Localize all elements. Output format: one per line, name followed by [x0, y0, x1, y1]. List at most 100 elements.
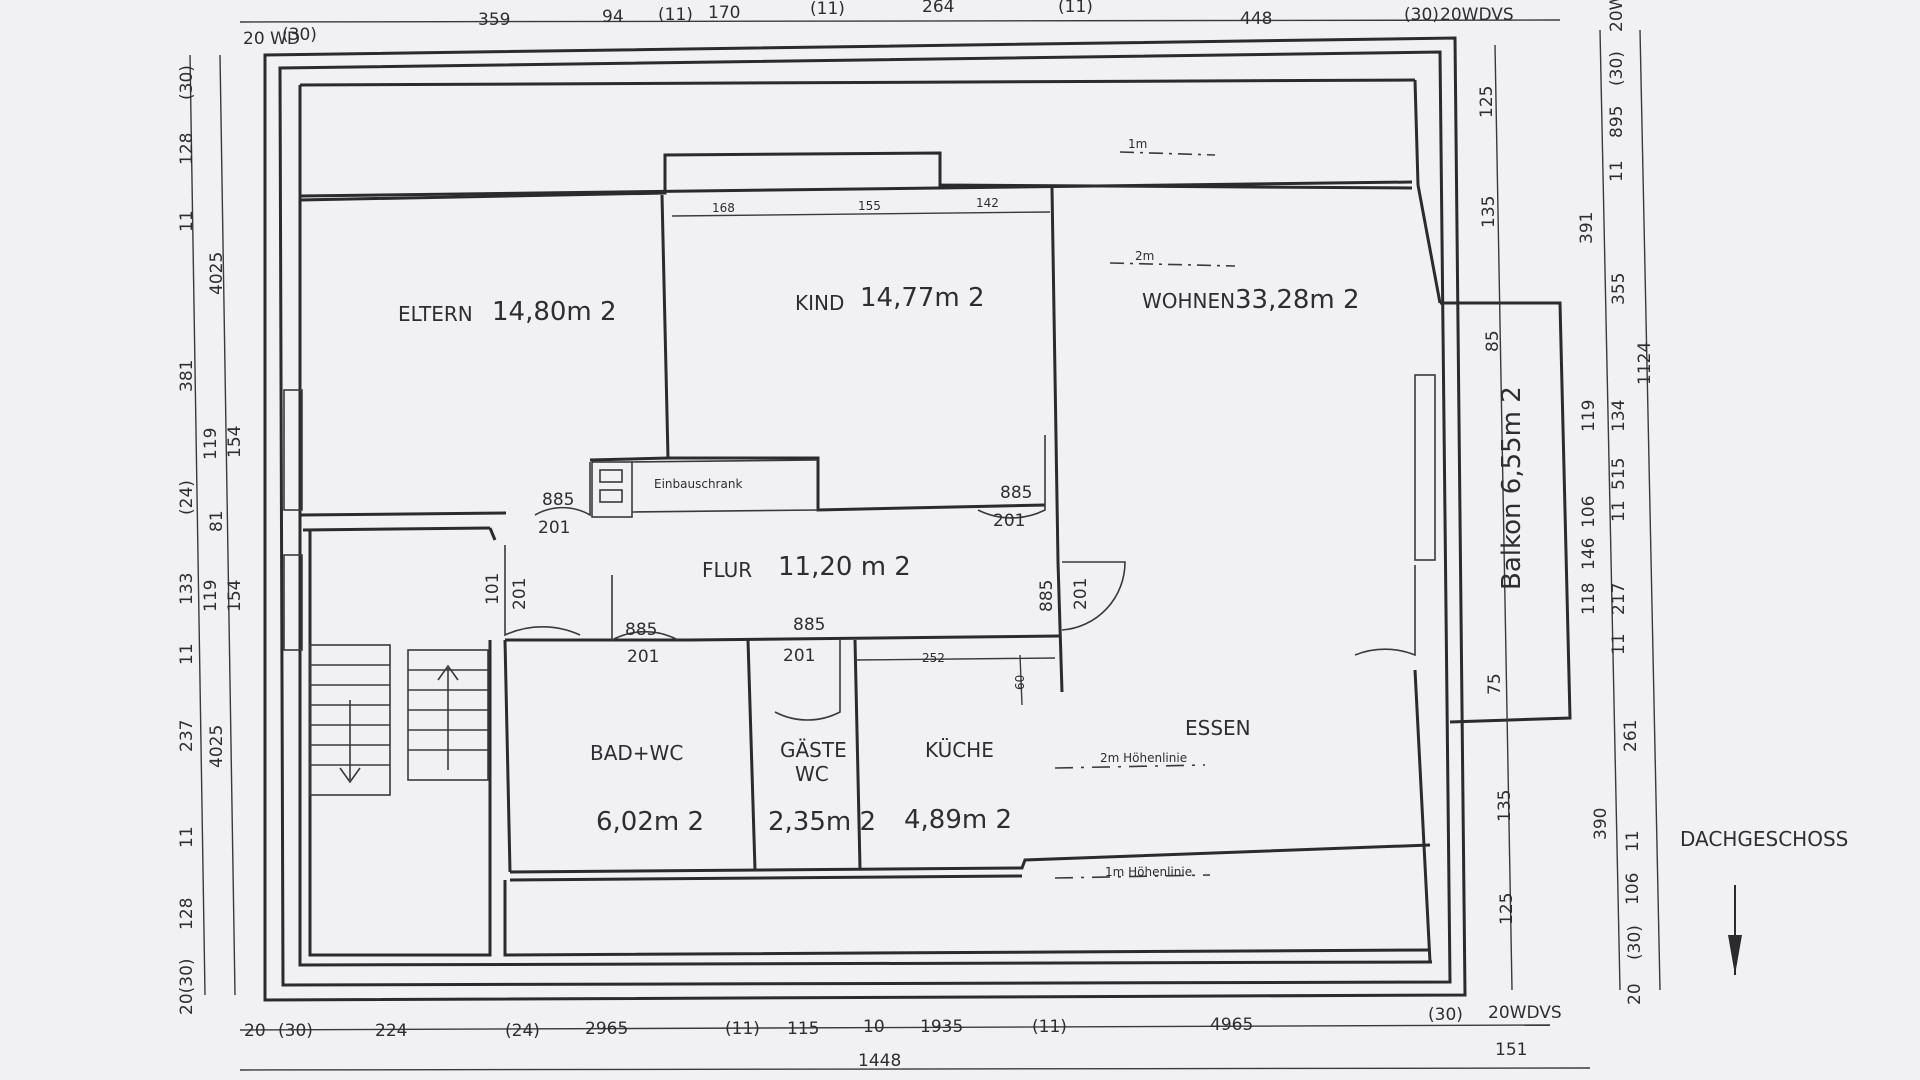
door-eltern-width: 885 [542, 490, 574, 510]
dim-top-8: (11) [1058, 0, 1093, 17]
dim-left-13: 237 [177, 720, 197, 752]
room-name-kind: KIND [795, 291, 844, 315]
dim-left-5: 119 [201, 428, 221, 460]
dim-top-1: (30) [282, 25, 317, 45]
dim-top-2: 359 [478, 10, 510, 30]
room-area-eltern: 14,80m 2 [492, 297, 617, 327]
dim-bottom-2: 224 [375, 1021, 407, 1041]
door-eltern-icon [534, 462, 591, 517]
height-line-1m-bottom: 1m Höhenlinie [1105, 865, 1192, 879]
dim-right-inner-1: 135 [1479, 196, 1499, 228]
dim-right-0: 20W [1607, 0, 1627, 32]
dim-bottom-right: 151 [1495, 1040, 1527, 1060]
dim-left-9: 133 [177, 573, 197, 605]
doors [504, 435, 1416, 721]
door-kind-height: 201 [993, 511, 1025, 531]
dim-bottom-1: (30) [278, 1021, 313, 1041]
dim-left-7: (24) [177, 480, 197, 515]
room-area-gaeste: 2,35m 2 [768, 807, 876, 837]
dim-right-17: 390 [1591, 808, 1611, 840]
dim-top-4: (11) [658, 5, 693, 25]
door-wohnen-width: 885 [1037, 580, 1057, 612]
dim-right-18: 11 [1623, 830, 1643, 852]
door-wohnen-icon [1061, 561, 1126, 631]
dim-bottom-12: 20WDVS [1488, 1003, 1562, 1023]
door-size-labels: 885 201 885 201 101 201 885 201 885 201 … [483, 483, 1091, 667]
dim-top-0: 20 WD [243, 29, 300, 49]
door-balcony-icon [1354, 565, 1416, 657]
height-line-1m-top: 1m [1128, 137, 1147, 151]
height-lines [1054, 151, 1236, 879]
built-in-wardrobe [591, 459, 819, 518]
dim-right-3: 11 [1607, 160, 1627, 182]
dim-right-11: 11 [1609, 500, 1629, 522]
door-kind-width: 885 [1000, 483, 1032, 503]
room-area-flur: 11,20 m 2 [778, 552, 911, 582]
dim-right-inner-3: 75 [1485, 673, 1505, 695]
room-area-wohnen: 33,28m 2 [1235, 285, 1360, 315]
dim-bottom-6: 115 [787, 1019, 819, 1039]
dim-right-16: 261 [1621, 720, 1641, 752]
dim-bottom-0: 20 [244, 1021, 266, 1041]
einbauschrank-label: Einbauschrank [654, 477, 742, 491]
dim-right-10: 106 [1579, 496, 1599, 528]
dim-right-inner-4: 135 [1495, 790, 1515, 822]
height-line-2m-essen: 2m Höhenlinie [1100, 751, 1187, 765]
dim-right-5: 355 [1609, 273, 1629, 305]
dim-right-inner-5: 125 [1497, 893, 1517, 925]
door-wohnen-height: 201 [1071, 578, 1091, 610]
dim-right-7: 119 [1579, 400, 1599, 432]
dim-right-2: 895 [1607, 106, 1627, 138]
dim-left-3: 4025 [207, 252, 227, 295]
dim-left-12: 11 [177, 643, 197, 665]
dim-right-21: 20 [1625, 983, 1645, 1005]
dim-left-11: 154 [225, 580, 245, 612]
dim-kitchen-0: 252 [922, 651, 945, 665]
door-bad-width: 885 [625, 620, 657, 640]
door-flur-left-height: 201 [510, 578, 530, 610]
dim-left-0: (30) [177, 65, 197, 100]
door-bad-height: 201 [627, 647, 659, 667]
door-flur-left-width: 101 [483, 573, 503, 605]
staircase [309, 644, 489, 796]
door-bad-icon [611, 575, 679, 642]
dim-top-10: (30) [1404, 5, 1439, 25]
dim-left-2: 11 [177, 210, 197, 232]
dim-bottom-5: (11) [725, 1019, 760, 1039]
room-name-eltern: ELTERN [398, 302, 473, 326]
interior-walls [283, 151, 1436, 957]
height-line-2m-top: 2m [1135, 249, 1154, 263]
dim-right-20: (30) [1625, 925, 1645, 960]
door-kind-icon [977, 435, 1046, 519]
door-flur-left-icon [504, 545, 581, 637]
dim-right-9: 515 [1609, 458, 1629, 490]
dim-right-6: 1124 [1635, 342, 1655, 385]
dim-inner-1: 155 [858, 199, 881, 213]
room-name-gaeste: GÄSTE [780, 738, 847, 762]
north-arrow-icon [1728, 885, 1742, 975]
dim-inner-2: 142 [976, 196, 999, 210]
dim-left-8: 81 [207, 510, 227, 532]
dimension-labels: 20 WD (30) 359 94 (11) 170 (11) 264 (11)… [177, 0, 1655, 1071]
dim-right-14: 217 [1609, 583, 1629, 615]
door-gaeste-width: 885 [793, 615, 825, 635]
room-name-flur: FLUR [702, 558, 752, 582]
dim-left-16: 128 [177, 898, 197, 930]
dim-top-6: (11) [810, 0, 845, 19]
door-gaeste-height: 201 [783, 646, 815, 666]
floor-label: DACHGESCHOSS [1680, 827, 1848, 851]
dim-left-10: 119 [201, 580, 221, 612]
dim-left-15: 11 [177, 826, 197, 848]
room-name-kueche: KÜCHE [925, 738, 994, 762]
door-eltern-height: 201 [538, 518, 570, 538]
dim-right-13: 118 [1579, 583, 1599, 615]
room-name-wohnen: WOHNEN [1142, 289, 1235, 313]
dim-right-12: 146 [1579, 538, 1599, 570]
dim-bottom-4: 2965 [585, 1019, 628, 1039]
dim-bottom-9: (11) [1032, 1017, 1067, 1037]
dim-left-14: 4025 [207, 725, 227, 768]
dim-top-7: 264 [922, 0, 954, 17]
exterior-walls [263, 36, 1467, 1002]
dim-right-inner-2: 85 [1483, 330, 1503, 352]
